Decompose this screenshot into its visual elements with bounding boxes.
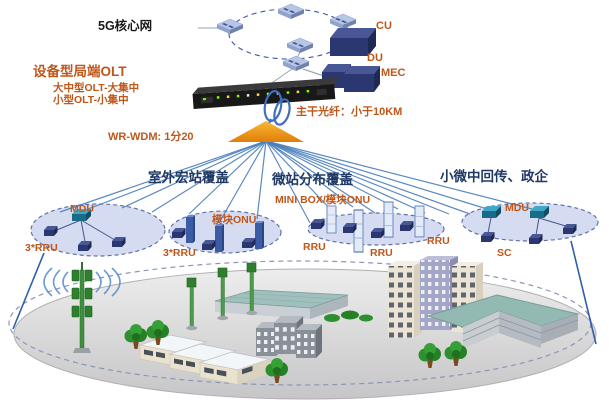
cu-box <box>330 28 376 56</box>
right-coverage-line <box>570 240 597 345</box>
micro-rru-label-1: RRU <box>303 241 326 253</box>
mec-box <box>344 66 380 92</box>
antenna-tower-icon <box>43 262 121 353</box>
onu-tower-icon <box>186 215 195 243</box>
du-label: DU <box>367 52 383 64</box>
olt-sub1: 大中型OLT-大集中 <box>53 81 139 94</box>
macro-cloud-devices <box>44 209 126 251</box>
enterprise-zone-title: 小微中回传、政企 <box>440 168 548 184</box>
macro-zone-title: 室外宏站覆盖 <box>148 169 229 185</box>
office-building <box>426 294 580 349</box>
minibox-tower-icon <box>353 209 364 253</box>
switch-icon <box>277 3 305 20</box>
micro-zone-title: 微站分布覆盖 <box>271 171 353 187</box>
onu-tower-icon <box>215 224 224 252</box>
micro-rru-label-3: RRU <box>427 235 450 247</box>
onu-tower-icon <box>255 221 264 249</box>
switch-icon <box>282 55 310 72</box>
minibox-tower-icon <box>326 205 337 234</box>
apartment-block <box>296 324 322 358</box>
wdm-splitter-icon <box>228 121 304 142</box>
wdm-label: WR-WDM: 1分20 <box>108 129 194 143</box>
flat-mall-building <box>214 289 349 319</box>
switch-icon <box>286 37 314 54</box>
module-onu-label: 模块ONU <box>212 213 256 226</box>
fiber-label: 主干光纤：小于10KM <box>296 104 402 118</box>
micro-rru-label-2: RRU <box>370 247 393 259</box>
olt-device <box>192 77 340 109</box>
minibox-tower-icon <box>383 201 394 238</box>
enterprise-mdu-label: MDU <box>505 202 529 214</box>
macro-rru-label-left: 3*RRU <box>25 242 58 254</box>
minibox-tower-icon <box>414 205 425 238</box>
switch-icon <box>216 18 244 35</box>
left-coverage-line <box>12 252 45 330</box>
olt-heading: 设备型局端OLT <box>33 63 127 79</box>
cu-label: CU <box>376 20 392 32</box>
minibox-label: MINI BOX/模块ONU <box>275 193 370 206</box>
enterprise-cloud-devices <box>481 206 577 244</box>
olt-sub2: 小型OLT-小集中 <box>52 93 129 106</box>
switch-icon <box>329 13 357 30</box>
mec-label: MEC <box>381 67 406 79</box>
macro-mdu-label: MDU <box>70 203 94 215</box>
sc-label: SC <box>497 247 512 259</box>
signal-waves-icon <box>43 267 121 297</box>
core-network-title: 5G核心网 <box>98 18 152 33</box>
macro-rru-label-right: 3*RRU <box>163 247 196 259</box>
fiber-fan-lines <box>59 140 541 224</box>
bushes-icon <box>324 310 373 322</box>
